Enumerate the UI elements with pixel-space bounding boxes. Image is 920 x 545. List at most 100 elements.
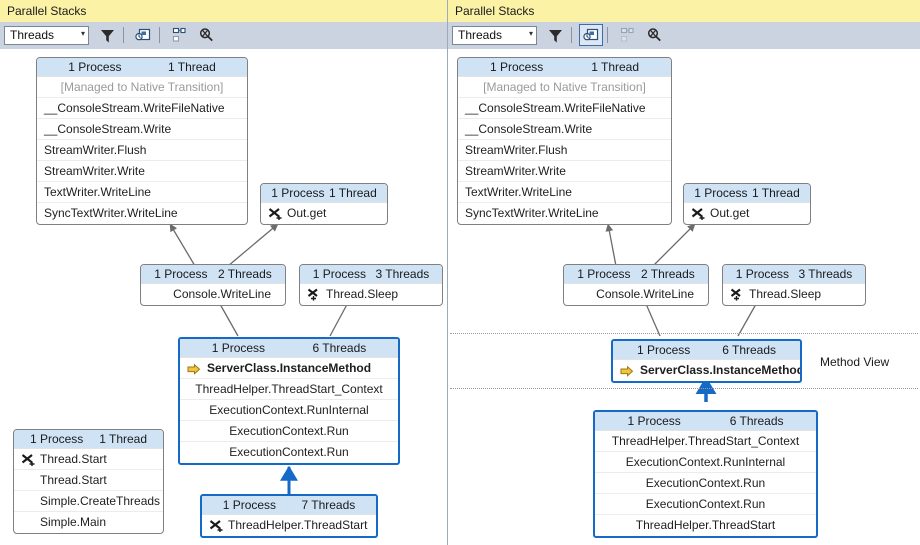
stack-frame-box[interactable]: 1 Process 1 Thread Thread.Start Thread.S…: [13, 429, 164, 534]
stack-frame-row[interactable]: ThreadHelper.ThreadStart_Context: [180, 379, 398, 400]
stack-frame-row[interactable]: __ConsoleStream.WriteFileNative: [458, 98, 671, 119]
stack-frame-box-current[interactable]: 1 Process 6 Threads ServerClass.Instance…: [611, 339, 802, 383]
thread-count: 1 Thread: [328, 185, 377, 200]
auto-scroll-icon[interactable]: [167, 24, 191, 46]
process-count: 1 Process: [222, 497, 277, 512]
stack-frame-row[interactable]: ThreadHelper.ThreadStart: [202, 515, 376, 536]
thread-count: 3 Threads: [375, 266, 430, 281]
stack-frame-box[interactable]: 1 Process 1 Thread [Managed to Native Tr…: [36, 57, 248, 225]
frame-label: ServerClass.InstanceMethod: [207, 360, 372, 375]
stack-frame-row[interactable]: [Managed to Native Transition]: [37, 77, 247, 98]
frame-label: ExecutionContext.RunInternal: [209, 402, 369, 417]
stack-frame-row[interactable]: ThreadHelper.ThreadStart: [595, 515, 816, 536]
zoom-icon[interactable]: [194, 24, 218, 46]
thread-count: 2 Threads: [217, 266, 272, 281]
frame-label: __ConsoleStream.Write: [44, 121, 172, 136]
stack-frame-row[interactable]: SyncTextWriter.WriteLine: [37, 203, 247, 224]
process-count: 1 Process: [489, 59, 544, 74]
frame-label: ExecutionContext.Run: [229, 423, 349, 438]
stack-frame-row[interactable]: Thread.Sleep: [723, 284, 865, 305]
frame-label: ThreadHelper.ThreadStart_Context: [195, 381, 383, 396]
stack-frame-row[interactable]: ThreadHelper.ThreadStart_Context: [595, 431, 816, 452]
current-frame-arrow-icon: [187, 362, 202, 375]
stack-frame-row[interactable]: StreamWriter.Flush: [458, 140, 671, 161]
stack-frame-row[interactable]: Thread.Sleep: [300, 284, 442, 305]
frame-label: Thread.Sleep: [749, 287, 822, 301]
frame-label: ExecutionContext.Run: [229, 445, 349, 459]
stack-frame-box-current[interactable]: 1 Process 6 Threads ServerClass.Instance…: [178, 337, 400, 465]
process-count: 1 Process: [211, 340, 266, 355]
stack-frame-box[interactable]: 1 Process 1 Thread [Managed to Native Tr…: [457, 57, 672, 225]
view-mode-value-left: Threads: [10, 28, 55, 42]
stack-frame-row[interactable]: Thread.Start: [14, 449, 163, 470]
stack-frame-row-current[interactable]: ServerClass.InstanceMethod: [180, 358, 398, 379]
thread-count: 6 Threads: [722, 342, 777, 357]
toolbar-separator-2: [159, 27, 160, 43]
frame-label: StreamWriter.Write: [44, 163, 145, 178]
frame-label: SyncTextWriter.WriteLine: [44, 206, 178, 220]
box-header: 1 Process 2 Threads: [564, 265, 708, 284]
stack-frame-row[interactable]: StreamWriter.Write: [37, 161, 247, 182]
view-mode-combobox-left[interactable]: Threads ▾: [4, 25, 89, 45]
filter-icon[interactable]: [95, 24, 119, 46]
stack-frame-row[interactable]: Simple.Main: [14, 512, 163, 533]
frame-label: __ConsoleStream.WriteFileNative: [44, 100, 225, 115]
stack-frame-box-current[interactable]: 1 Process 6 Threads ThreadHelper.ThreadS…: [593, 410, 818, 538]
stack-frame-row[interactable]: Out.get: [261, 203, 387, 224]
process-count: 1 Process: [735, 266, 790, 281]
stack-frame-row[interactable]: StreamWriter.Flush: [37, 140, 247, 161]
stack-frame-row[interactable]: ExecutionContext.Run: [180, 442, 398, 463]
panel-divider: [447, 0, 448, 545]
box-header: 1 Process 6 Threads: [613, 341, 800, 360]
stack-frame-box[interactable]: 1 Process 1 Thread Out.get: [683, 183, 811, 225]
threads-icon: [691, 207, 706, 220]
frame-label: Console.WriteLine: [596, 287, 694, 301]
method-view-icon[interactable]: [131, 24, 155, 46]
thread-count: 1 Thread: [99, 431, 148, 446]
box-header: 1 Process 1 Thread: [458, 58, 671, 77]
stack-frame-box[interactable]: 1 Process 3 Threads Thread.Sleep: [299, 264, 443, 306]
stack-frame-row[interactable]: SyncTextWriter.WriteLine: [458, 203, 671, 224]
process-count: 1 Process: [627, 413, 681, 428]
stack-frame-row[interactable]: __ConsoleStream.Write: [37, 119, 247, 140]
stack-frame-box[interactable]: 1 Process 2 Threads Console.WriteLine: [140, 264, 286, 306]
stack-frame-row[interactable]: ExecutionContext.RunInternal: [180, 400, 398, 421]
box-header: 1 Process 6 Threads: [595, 412, 816, 431]
stack-frame-row[interactable]: [Managed to Native Transition]: [458, 77, 671, 98]
stack-frame-row[interactable]: ExecutionContext.Run: [180, 421, 398, 442]
stack-frame-row[interactable]: Thread.Start: [14, 470, 163, 491]
stack-frame-box[interactable]: 1 Process 1 Thread Out.get: [260, 183, 388, 225]
stack-frame-row[interactable]: Console.WriteLine: [141, 284, 285, 305]
frame-label: TextWriter.WriteLine: [44, 184, 151, 199]
stack-frame-row[interactable]: ExecutionContext.Run: [595, 473, 816, 494]
frame-label: Simple.CreateThreads: [40, 493, 161, 508]
process-count: 1 Process: [154, 266, 208, 281]
stack-frame-row[interactable]: TextWriter.WriteLine: [458, 182, 671, 203]
stack-frame-box[interactable]: 1 Process 2 Threads Console.WriteLine: [563, 264, 709, 306]
stack-frame-row[interactable]: Out.get: [684, 203, 810, 224]
stack-frame-row[interactable]: ExecutionContext.Run: [595, 494, 816, 515]
zoom-icon[interactable]: [642, 24, 666, 46]
stack-frame-row[interactable]: ExecutionContext.RunInternal: [595, 452, 816, 473]
stack-frame-row[interactable]: Simple.CreateThreads: [14, 491, 163, 512]
stack-frame-row-current[interactable]: ServerClass.InstanceMethod: [613, 360, 800, 381]
stack-frame-box-current[interactable]: 1 Process 7 Threads ThreadHelper.ThreadS…: [200, 494, 378, 538]
toolbar-separator-1: [571, 27, 572, 43]
stack-frame-row[interactable]: __ConsoleStream.Write: [458, 119, 671, 140]
stack-canvas-right: Method View 1 Process 1 Thread [Managed …: [448, 48, 920, 545]
stack-frame-row[interactable]: TextWriter.WriteLine: [37, 182, 247, 203]
stack-frame-row[interactable]: __ConsoleStream.WriteFileNative: [37, 98, 247, 119]
box-header: 1 Process 7 Threads: [202, 496, 376, 515]
frame-label: [Managed to Native Transition]: [483, 79, 646, 94]
frame-label: ExecutionContext.Run: [645, 496, 766, 511]
method-view-icon[interactable]: [579, 24, 603, 46]
stack-frame-box[interactable]: 1 Process 3 Threads Thread.Sleep: [722, 264, 866, 306]
stack-frame-row[interactable]: Console.WriteLine: [564, 284, 708, 305]
frame-label: ExecutionContext.Run: [645, 475, 766, 490]
threads-icon: [21, 453, 36, 466]
frame-label: Thread.Sleep: [326, 287, 399, 301]
filter-icon[interactable]: [543, 24, 567, 46]
stack-frame-row[interactable]: StreamWriter.Write: [458, 161, 671, 182]
frame-label: StreamWriter.Flush: [44, 142, 147, 157]
view-mode-combobox-right[interactable]: Threads ▾: [452, 25, 537, 45]
